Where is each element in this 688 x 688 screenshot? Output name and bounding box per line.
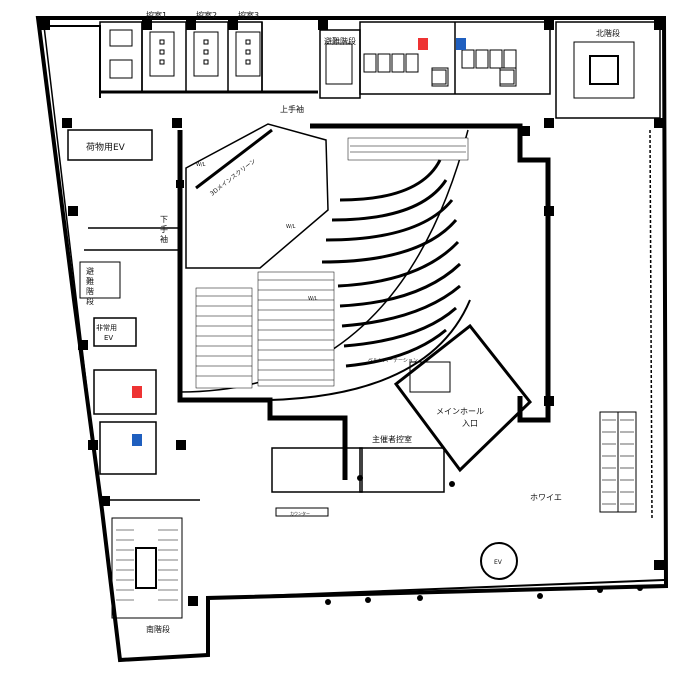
male-restroom-icon	[132, 434, 142, 446]
room-labels: 控室1 控室2 控室3 避難階段 北階段 荷物用EV 上手袖 下 手 袖 3Dメ…	[86, 10, 620, 634]
female-restroom-icon	[132, 386, 142, 398]
elevator	[480, 542, 518, 580]
seating-rows	[196, 145, 466, 381]
top-rooms	[99, 21, 661, 119]
seating-center	[195, 137, 469, 389]
label-counter: カウンター	[290, 510, 310, 516]
label-lower-stage-1: 下	[160, 215, 168, 224]
label-entrance-2: 入口	[462, 419, 478, 428]
male-restroom-icon	[456, 38, 466, 50]
counter-desk	[275, 507, 329, 517]
label-organizer-room: 主催者控室	[372, 434, 412, 444]
label-wl-c: W/L	[308, 296, 318, 302]
label-lower-stage-2: 手	[160, 224, 168, 234]
label-ev: EV	[494, 559, 503, 566]
outer-walls	[35, 16, 669, 663]
main-screen	[195, 128, 273, 190]
label-waiting2: 控室2	[196, 10, 217, 20]
label-waiting3: 控室3	[238, 10, 259, 20]
label-entrance-1: メインホール	[436, 407, 484, 416]
label-evac-left-3: 階	[86, 286, 94, 296]
wheelchair-icon	[499, 69, 515, 85]
label-evac-left-2: 難	[86, 276, 94, 286]
label-upper-stage: 上手袖	[280, 104, 304, 114]
label-evac-left-1: 避	[86, 266, 94, 276]
label-belt-partition: ベルトパーテーション	[368, 358, 418, 364]
room-tables	[109, 29, 261, 79]
wheelchair-icon	[431, 69, 447, 85]
entrance-stairs	[409, 361, 451, 393]
label-south-stairs: 南階段	[146, 624, 170, 634]
stair-treads	[116, 419, 634, 601]
foyer-pillars	[325, 475, 643, 605]
female-restroom-icon	[418, 38, 428, 50]
label-wl-b: W/L	[286, 224, 296, 230]
label-wl-a: W/L	[196, 162, 206, 168]
label-foyer: ホワイエ	[530, 493, 562, 502]
label-evac-left-4: 段	[86, 296, 94, 306]
stairs	[79, 41, 637, 619]
label-emergency-ev-2: EV	[104, 334, 113, 342]
label-evac-upper: 避難階段	[324, 36, 356, 46]
seating-curved	[321, 159, 462, 368]
left-service-walls	[67, 129, 180, 475]
stage	[185, 123, 329, 269]
label-lower-stage-3: 袖	[160, 234, 168, 244]
label-north-stairs: 北階段	[596, 28, 620, 38]
label-waiting1: 控室1	[146, 10, 167, 20]
label-freight-ev: 荷物用EV	[86, 141, 126, 153]
label-emergency-ev-1: 非常用	[96, 323, 117, 332]
entrance-hall	[393, 323, 533, 473]
label-screen: 3Dメインスクリーン	[209, 158, 257, 198]
